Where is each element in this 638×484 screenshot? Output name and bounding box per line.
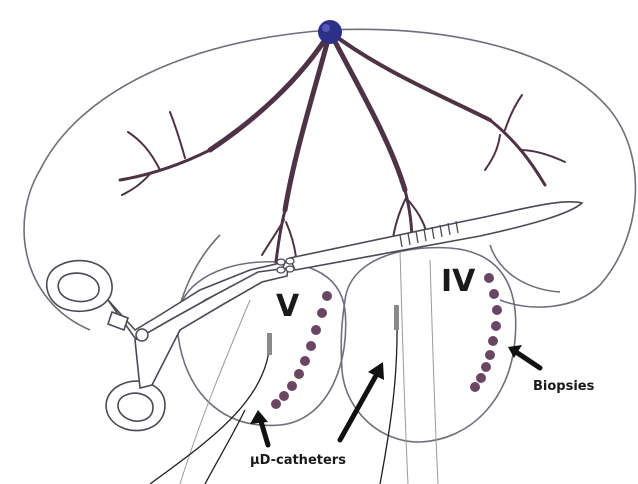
segment-v-outline [177, 262, 346, 426]
biopsy-dot [491, 321, 501, 331]
arrow-head [250, 410, 268, 424]
forceps-ratchet [108, 312, 128, 330]
liver-outline [24, 29, 635, 330]
biopsy-dot [481, 362, 491, 372]
biopsy-dot [306, 341, 316, 351]
tract-line [430, 260, 438, 484]
catheters-label: µD-catheters [250, 453, 346, 468]
segment-v-label: V [276, 289, 300, 324]
biopsy-dot [492, 305, 502, 315]
biopsy-dot [287, 381, 297, 391]
biopsy-dot [488, 336, 498, 346]
hilum-node [318, 20, 342, 44]
hilum-highlight [322, 24, 330, 32]
scalpel [290, 202, 582, 270]
biopsy-dot [311, 325, 321, 335]
segment-iv-label: IV [441, 264, 476, 299]
catheter-arrows [250, 362, 384, 445]
biopsy-dot [317, 308, 327, 318]
biopsy-dot [271, 399, 281, 409]
catheter-line [205, 410, 245, 484]
catheter-line [380, 320, 397, 484]
biopsy-dot [489, 289, 499, 299]
biopsy-dot [294, 369, 304, 379]
biopsy-dot [476, 373, 486, 383]
arrow-to-segment-iv-catheter [340, 372, 378, 440]
biopsies-label: Biopsies [533, 379, 595, 394]
arrow-to-biopsies [516, 352, 540, 368]
tract-line [180, 300, 250, 484]
biopsy-dot [279, 391, 289, 401]
catheter-tip [394, 305, 399, 330]
scalpel-handle [290, 202, 582, 270]
forceps-hinge [136, 329, 148, 341]
biopsy-dot [300, 356, 310, 366]
forceps-ring-bottom [106, 381, 165, 431]
lobe-bulge [490, 245, 560, 292]
tract-line [400, 250, 408, 484]
biopsy-dot [322, 291, 332, 301]
forceps [47, 258, 294, 431]
catheter-tip [267, 333, 272, 355]
forceps-ring-top [47, 261, 112, 312]
biopsy-dot [470, 382, 480, 392]
biopsy-dot [484, 273, 494, 283]
biopsy-dot [485, 350, 495, 360]
